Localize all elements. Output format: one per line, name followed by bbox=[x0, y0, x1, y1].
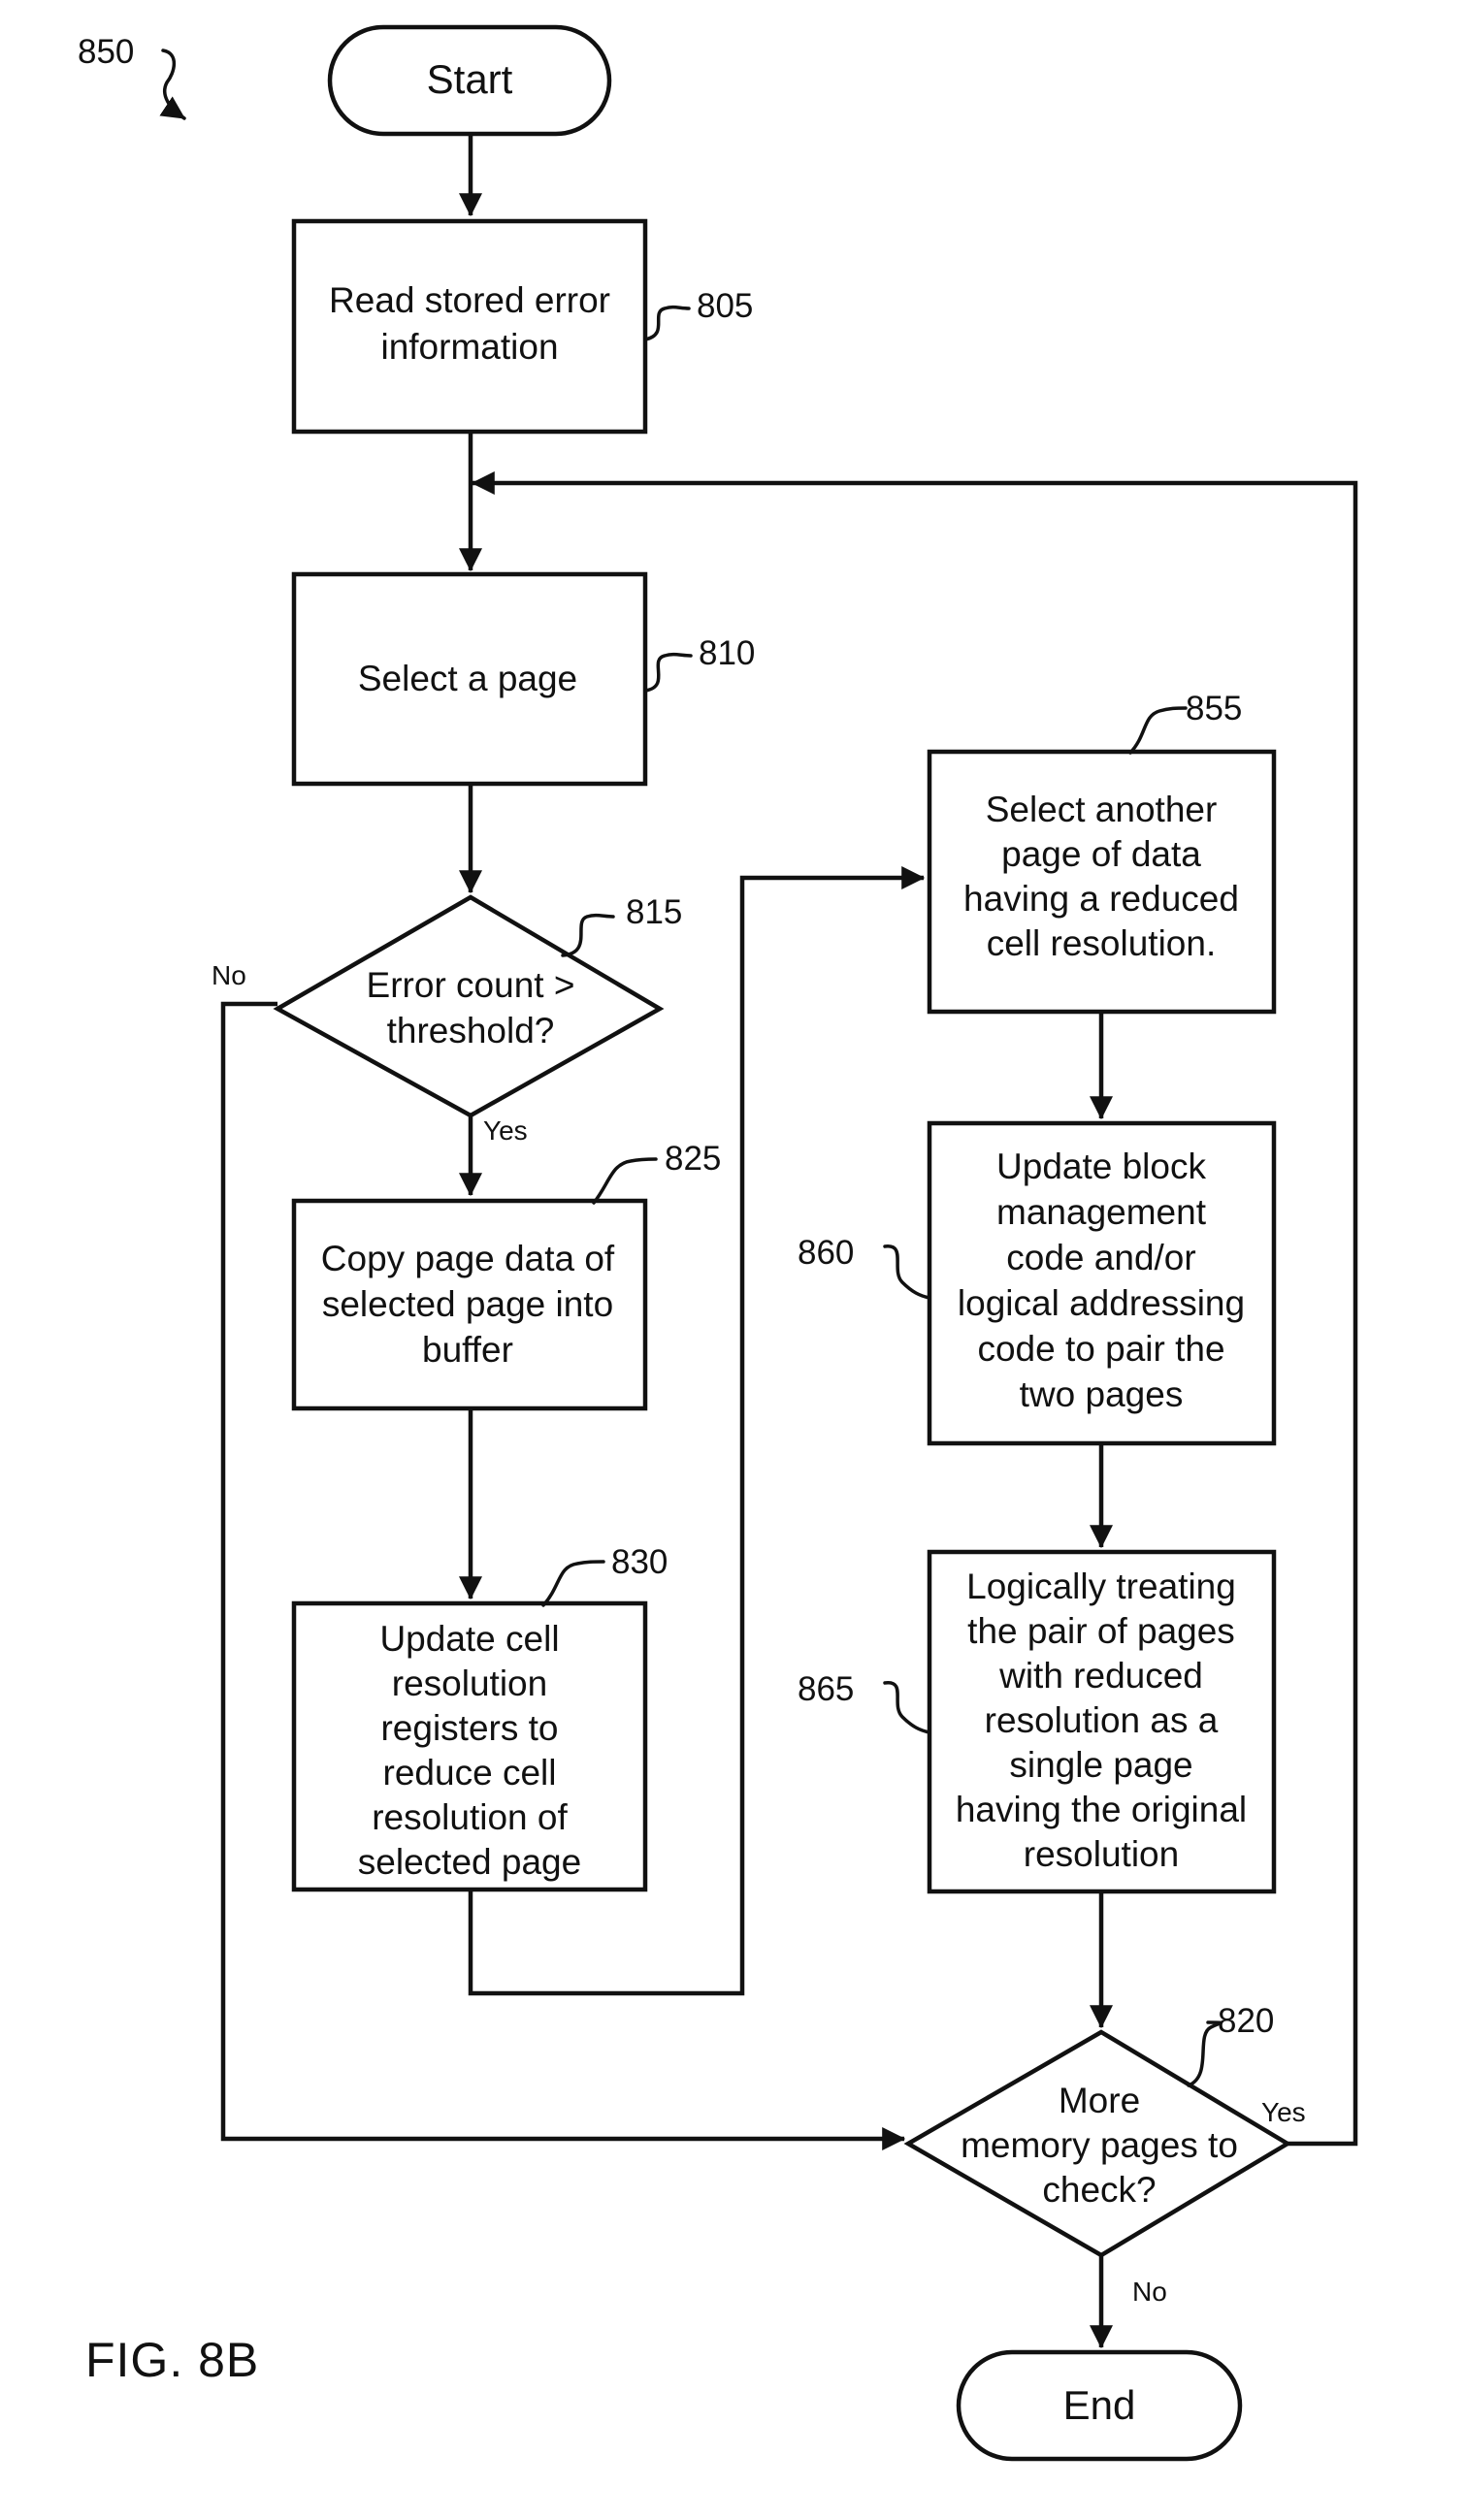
start-terminal: Start bbox=[330, 27, 609, 134]
step-865-line-1: Logically treating bbox=[966, 1567, 1236, 1606]
step-825-ref: 825 bbox=[665, 1140, 721, 1178]
decision-815-leader bbox=[563, 916, 613, 955]
step-810-line-1: Select a page bbox=[358, 659, 577, 698]
step-830-line-2: resolution bbox=[392, 1664, 547, 1703]
figure-number-leader bbox=[163, 50, 184, 118]
step-830-line-3: registers to bbox=[380, 1708, 558, 1748]
decision-815-yes-label: Yes bbox=[483, 1115, 528, 1146]
step-860-line-4: logical addressing bbox=[958, 1283, 1245, 1323]
step-825-line-2: selected page into bbox=[322, 1284, 613, 1324]
step-830-line-5: resolution of bbox=[372, 1797, 568, 1837]
decision-820: More memory pages to check? 820 Yes No bbox=[908, 2002, 1306, 2307]
step-855-ref: 855 bbox=[1186, 690, 1242, 727]
step-830-ref: 830 bbox=[611, 1543, 668, 1581]
start-label: Start bbox=[427, 56, 513, 102]
decision-820-leader bbox=[1189, 2022, 1221, 2085]
step-830-line-1: Update cell bbox=[379, 1619, 559, 1659]
end-terminal: End bbox=[959, 2352, 1240, 2459]
step-810: Select a page 810 bbox=[294, 574, 755, 784]
step-865-line-4: resolution as a bbox=[985, 1700, 1219, 1740]
decision-815-ref: 815 bbox=[626, 893, 682, 931]
decision-820-no-label: No bbox=[1132, 2277, 1167, 2307]
step-865-line-2: the pair of pages bbox=[967, 1611, 1235, 1651]
decision-815-no-label: No bbox=[212, 960, 246, 990]
step-860: Update block management code and/or logi… bbox=[798, 1123, 1274, 1443]
step-855-leader bbox=[1130, 708, 1186, 753]
step-865: Logically treating the pair of pages wit… bbox=[798, 1552, 1274, 1891]
step-860-leader bbox=[885, 1246, 929, 1298]
step-865-line-7: resolution bbox=[1024, 1834, 1179, 1874]
step-805-leader bbox=[645, 307, 689, 339]
step-810-leader bbox=[645, 655, 691, 691]
decision-820-line-1: More bbox=[1059, 2081, 1140, 2120]
step-860-ref: 860 bbox=[798, 1234, 854, 1272]
decision-820-ref: 820 bbox=[1218, 2002, 1274, 2040]
decision-815-line-1: Error count > bbox=[367, 965, 575, 1005]
step-825-line-1: Copy page data of bbox=[321, 1239, 615, 1278]
end-label: End bbox=[1063, 2382, 1136, 2428]
step-860-line-3: code and/or bbox=[1006, 1238, 1195, 1277]
step-865-ref: 865 bbox=[798, 1670, 854, 1708]
step-855-line-4: cell resolution. bbox=[987, 923, 1217, 963]
step-830-line-4: reduce cell bbox=[383, 1753, 557, 1793]
step-855-line-3: having a reduced bbox=[963, 879, 1239, 919]
decision-820-line-3: check? bbox=[1042, 2170, 1156, 2210]
step-860-line-5: code to pair the bbox=[977, 1329, 1224, 1369]
step-830-line-6: selected page bbox=[358, 1842, 581, 1882]
decision-820-line-2: memory pages to bbox=[961, 2125, 1238, 2165]
step-860-line-6: two pages bbox=[1020, 1374, 1184, 1414]
step-805-line-2: information bbox=[380, 327, 558, 367]
decision-815-line-2: threshold? bbox=[387, 1011, 555, 1050]
step-855: Select another page of data having a red… bbox=[929, 690, 1274, 1012]
decision-820-yes-label: Yes bbox=[1261, 2097, 1306, 2127]
decision-815: Error count > threshold? 815 No Yes bbox=[212, 893, 682, 1146]
step-860-line-1: Update block bbox=[996, 1147, 1206, 1186]
step-810-ref: 810 bbox=[699, 634, 755, 672]
step-805-ref: 805 bbox=[697, 287, 753, 325]
step-825: Copy page data of selected page into buf… bbox=[294, 1140, 721, 1408]
step-860-line-2: management bbox=[996, 1192, 1207, 1232]
step-855-line-1: Select another bbox=[986, 790, 1218, 829]
figure-number: 850 bbox=[78, 33, 134, 71]
step-805: Read stored error information 805 bbox=[294, 221, 753, 432]
step-855-line-2: page of data bbox=[1001, 834, 1201, 874]
step-805-line-1: Read stored error bbox=[329, 280, 610, 320]
figure-label: FIG. 8B bbox=[85, 2333, 259, 2387]
step-825-line-3: buffer bbox=[422, 1330, 513, 1370]
step-865-line-3: with reduced bbox=[998, 1656, 1203, 1696]
step-865-leader bbox=[885, 1683, 929, 1732]
step-830: Update cell resolution registers to redu… bbox=[294, 1543, 668, 1890]
step-825-leader bbox=[594, 1159, 656, 1203]
step-865-line-6: having the original bbox=[956, 1790, 1247, 1829]
step-830-leader bbox=[543, 1562, 603, 1605]
step-865-line-5: single page bbox=[1009, 1745, 1192, 1785]
